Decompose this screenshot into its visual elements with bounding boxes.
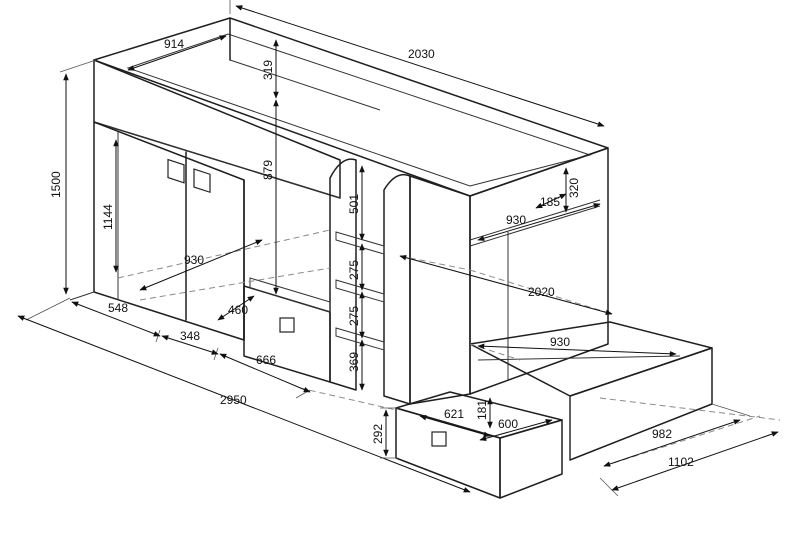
dim-drawer-height: 292 xyxy=(371,424,385,444)
dim-wardrobe-height: 1144 xyxy=(101,204,115,230)
dim-upper-clearance: 879 xyxy=(261,160,275,180)
upper-front-guard-panel xyxy=(93,59,341,199)
dim-guard-height: 319 xyxy=(261,60,275,80)
dim-inner-930: 930 xyxy=(184,253,204,267)
dim-shelf-320: 320 xyxy=(567,178,581,198)
dim-lower-length: 2020 xyxy=(528,285,555,299)
dimension-labels: 914 2030 319 1500 879 1144 501 320 185 9… xyxy=(49,37,694,469)
stair-storage xyxy=(243,285,331,383)
furniture-outline xyxy=(69,17,781,499)
dim-top-depth: 914 xyxy=(164,37,184,51)
stair-drawer-handle xyxy=(279,317,295,333)
dim-drawer-181: 181 xyxy=(475,400,489,420)
dim-step-275-b: 275 xyxy=(347,306,361,326)
ladder-step-1 xyxy=(335,231,385,255)
upper-bed-inner-rim xyxy=(126,33,592,187)
drawer-front xyxy=(395,407,501,499)
shelf-tower-side xyxy=(409,175,471,405)
ladder-step-2 xyxy=(335,279,385,303)
dim-total-height: 1500 xyxy=(49,171,63,198)
ladder-right-rail xyxy=(383,173,411,405)
dim-shelf-185: 185 xyxy=(540,195,560,209)
shelf-tower-front xyxy=(469,147,609,395)
dim-step-501: 501 xyxy=(347,194,361,214)
dim-wardrobe-depth: 460 xyxy=(228,303,248,317)
drawer-handle xyxy=(431,431,447,447)
dim-base-348: 348 xyxy=(180,329,200,343)
dim-total-length-top: 2030 xyxy=(408,47,435,61)
dim-step-369: 369 xyxy=(347,352,361,372)
dim-step-275-a: 275 xyxy=(347,260,361,280)
dim-bed-1102: 1102 xyxy=(668,455,694,469)
lower-bed-end-panel xyxy=(569,347,713,461)
dim-bed-982: 982 xyxy=(652,427,672,441)
dim-total-length-bottom: 2950 xyxy=(220,393,247,407)
door-handle-right xyxy=(193,168,211,194)
dim-drawer-600: 600 xyxy=(498,417,518,431)
ladder-step-3 xyxy=(335,327,385,351)
door-handle-left xyxy=(167,158,185,184)
dimension-lines xyxy=(17,0,779,497)
dim-base-666: 666 xyxy=(256,353,276,367)
dim-shelf-width: 930 xyxy=(506,213,526,227)
dim-lower-930: 930 xyxy=(550,335,570,349)
dim-drawer-621: 621 xyxy=(444,407,464,421)
dim-base-548: 548 xyxy=(108,301,128,315)
